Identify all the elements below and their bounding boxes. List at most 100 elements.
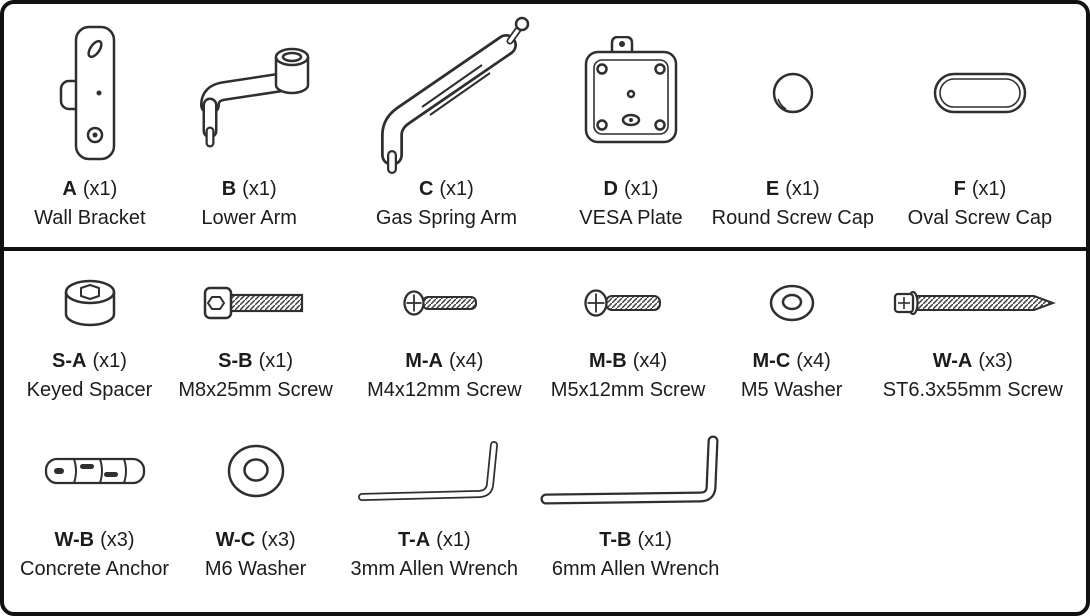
part-name: Concrete Anchor — [20, 558, 170, 580]
part-name: Round Screw Cap — [711, 207, 874, 229]
part-name: M6 Washer — [204, 558, 307, 580]
part-label: W-C (x3) — [216, 527, 296, 554]
wall-bracket-icon — [14, 10, 166, 176]
part-label: T-A (x1) — [398, 527, 471, 554]
lower-arm-icon — [166, 10, 333, 176]
allen-wrench-icon — [336, 415, 532, 527]
washer-icon — [175, 415, 336, 527]
part-item-t-a: T-A (x1) 3mm Allen Wrench — [336, 415, 532, 612]
part-label: S-B (x1) — [218, 348, 293, 375]
part-qty: (x3) — [100, 529, 135, 551]
part-qty: (x1) — [785, 178, 820, 200]
part-name: Wall Bracket — [34, 207, 146, 229]
part-label: M-C (x4) — [753, 348, 831, 375]
hardware-row1-section: S-A (x1) Keyed Spacer S-B (x1) M8x25mm S… — [4, 251, 1086, 415]
part-name: 6mm Allen Wrench — [551, 558, 720, 580]
concrete-anchor-icon — [14, 415, 175, 527]
part-id: M-B — [588, 350, 627, 372]
part-item-w-b: W-B (x3) Concrete Anchor — [14, 415, 175, 612]
part-id: E — [765, 178, 780, 200]
part-qty: (x1) — [637, 529, 672, 551]
part-name: Gas Spring Arm — [375, 207, 517, 229]
part-id: F — [953, 178, 966, 200]
part-name: Lower Arm — [201, 207, 297, 229]
part-qty: (x1) — [242, 178, 277, 200]
washer-icon — [714, 257, 870, 348]
part-qty: (x4) — [632, 350, 668, 372]
part-item-m-b: M-B (x4) M5x12mm Screw — [542, 257, 713, 415]
part-id: A — [62, 178, 77, 200]
part-id: T-B — [599, 529, 632, 551]
part-name: Keyed Spacer — [26, 379, 153, 401]
part-label: B (x1) — [222, 176, 277, 203]
part-item-s-a: S-A (x1) Keyed Spacer — [14, 257, 165, 415]
vesa-plate-icon — [560, 10, 702, 176]
part-item-b: B (x1) Lower Arm — [166, 10, 333, 247]
part-item-s-b: S-B (x1) M8x25mm Screw — [165, 257, 346, 415]
part-item-a: A (x1) Wall Bracket — [14, 10, 166, 247]
part-item-m-c: M-C (x4) M5 Washer — [714, 257, 870, 415]
part-qty: (x3) — [261, 529, 296, 551]
part-label: E (x1) — [766, 176, 820, 203]
part-item-w-a: W-A (x3) ST6.3x55mm Screw — [870, 257, 1076, 415]
part-qty: (x1) — [82, 178, 118, 200]
part-name: ST6.3x55mm Screw — [882, 379, 1063, 401]
part-qty: (x1) — [436, 529, 471, 551]
empty-space — [739, 415, 1076, 612]
part-qty: (x1) — [92, 350, 127, 372]
part-item-e: E (x1) Round Screw Cap — [702, 10, 884, 247]
part-qty: (x3) — [978, 350, 1013, 372]
part-item-m-a: M-A (x4) M4x12mm Screw — [346, 257, 542, 415]
part-label: C (x1) — [419, 176, 474, 203]
part-qty: (x1) — [623, 178, 659, 200]
part-label: A (x1) — [62, 176, 117, 203]
part-name: M8x25mm Screw — [178, 379, 333, 401]
part-item-w-c: W-C (x3) M6 Washer — [175, 415, 336, 612]
part-qty: (x4) — [448, 350, 484, 372]
part-qty: (x4) — [796, 350, 831, 372]
part-label: W-B (x3) — [55, 527, 135, 554]
wood-screw-icon — [870, 257, 1076, 348]
part-id: B — [221, 178, 237, 200]
keyed-spacer-icon — [14, 257, 165, 348]
part-name: 3mm Allen Wrench — [350, 558, 519, 580]
oval-screw-cap-icon — [884, 10, 1076, 176]
part-name: Oval Screw Cap — [907, 207, 1053, 229]
gas-spring-arm-icon — [333, 10, 561, 176]
pan-head-screw-icon — [542, 257, 713, 348]
part-id: M-C — [752, 350, 791, 372]
part-label: M-B (x4) — [589, 348, 667, 375]
part-qty: (x1) — [439, 178, 474, 200]
pan-head-screw-icon — [346, 257, 542, 348]
part-id: M-A — [405, 350, 443, 372]
part-item-t-b: T-B (x1) 6mm Allen Wrench — [532, 415, 738, 612]
round-screw-cap-icon — [702, 10, 884, 176]
part-id: W-C — [215, 529, 256, 551]
part-label: T-B (x1) — [599, 527, 672, 554]
part-label: D (x1) — [604, 176, 659, 203]
part-name: M4x12mm Screw — [367, 379, 522, 401]
part-id: W-A — [932, 350, 973, 372]
part-label: W-A (x3) — [933, 348, 1013, 375]
part-item-f: F (x1) Oval Screw Cap — [884, 10, 1076, 247]
main-parts-section: A (x1) Wall Bracket — [4, 4, 1086, 247]
part-id: C — [418, 178, 434, 200]
part-id: S-B — [218, 350, 253, 372]
part-name: VESA Plate — [579, 207, 683, 229]
part-id: S-A — [52, 350, 87, 372]
allen-wrench-icon — [532, 415, 738, 527]
socket-head-screw-icon — [165, 257, 346, 348]
part-id: W-B — [54, 529, 95, 551]
part-item-d: D (x1) VESA Plate — [560, 10, 702, 247]
part-id: T-A — [397, 529, 431, 551]
part-qty: (x1) — [971, 178, 1007, 200]
part-qty: (x1) — [258, 350, 294, 372]
part-label: S-A (x1) — [52, 348, 127, 375]
part-item-c: C (x1) Gas Spring Arm — [333, 10, 561, 247]
part-id: D — [603, 178, 618, 200]
part-name: M5x12mm Screw — [550, 379, 706, 401]
part-name: M5 Washer — [740, 379, 843, 401]
hardware-row2-section: W-B (x3) Concrete Anchor W-C (x3) M6 Was… — [4, 415, 1086, 612]
part-label: M-A (x4) — [405, 348, 483, 375]
